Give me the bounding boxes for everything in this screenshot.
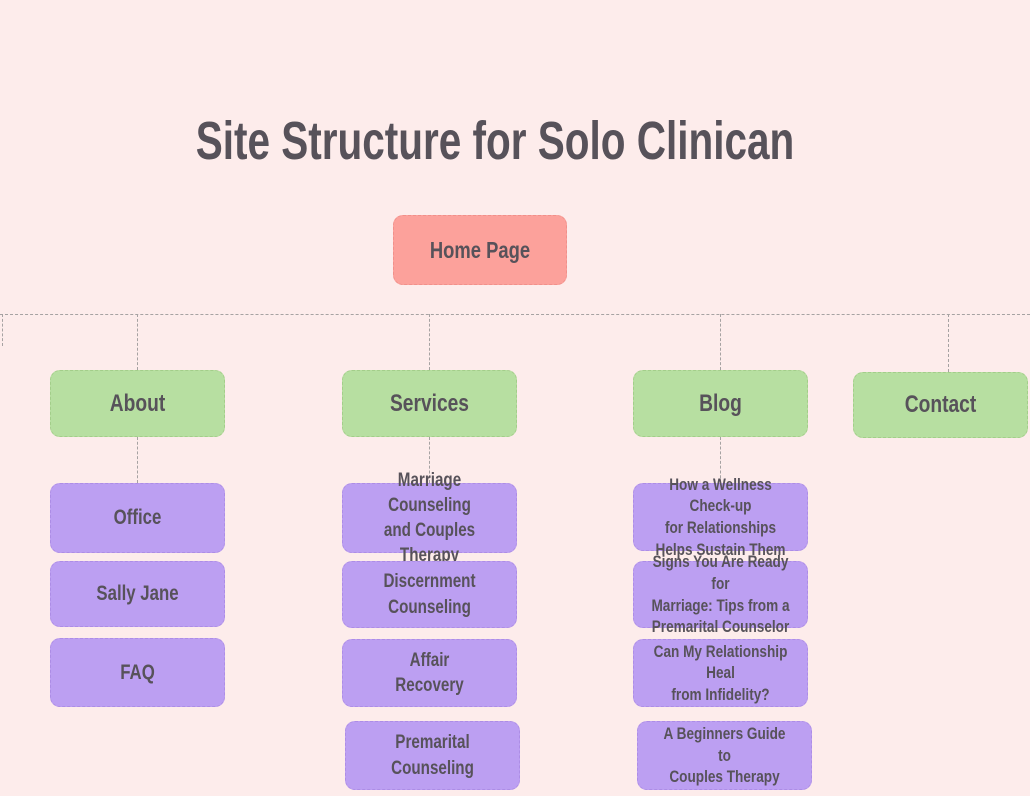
- node-faq[interactable]: FAQ: [50, 638, 225, 707]
- connector-to-contact: [948, 314, 949, 372]
- node-marriage-counseling[interactable]: Marriage Counseling and Couples Therapy: [342, 470, 517, 566]
- node-label: Blog: [699, 389, 742, 417]
- connector-about-children: [137, 437, 138, 483]
- node-blog-ready-for-marriage[interactable]: Signs You Are Ready for Marriage: Tips f…: [633, 552, 808, 636]
- node-discernment-counseling[interactable]: Discernment Counseling: [342, 561, 517, 628]
- node-label: How a Wellness Check-up for Relationship…: [655, 474, 786, 559]
- node-label: Office: [113, 506, 162, 529]
- node-office[interactable]: Office: [50, 483, 225, 553]
- connector-to-blog: [720, 314, 721, 370]
- node-label: A Beginners Guide to Couples Therapy: [663, 724, 786, 787]
- node-label: Premarital Counseling: [391, 732, 474, 779]
- node-blog-wellness-checkup[interactable]: How a Wellness Check-up for Relationship…: [633, 475, 808, 559]
- connector-services-children: [429, 437, 430, 483]
- node-label: Sally Jane: [96, 582, 179, 605]
- node-label: Discernment Counseling: [383, 571, 476, 618]
- page-title: Site Structure for Solo Clinican: [0, 110, 990, 172]
- node-affair-recovery[interactable]: Affair Recovery: [342, 639, 517, 707]
- node-label: Can My Relationship Heal from Infidelity…: [653, 641, 788, 704]
- node-label: Home Page: [429, 236, 531, 263]
- page-title-text: Site Structure for Solo Clinican: [195, 111, 795, 171]
- node-label: FAQ: [120, 660, 155, 684]
- node-about[interactable]: About: [50, 370, 225, 437]
- node-label: Signs You Are Ready for Marriage: Tips f…: [651, 552, 790, 637]
- node-blog[interactable]: Blog: [633, 370, 808, 437]
- node-label: Affair Recovery: [395, 649, 464, 696]
- node-sally-jane[interactable]: Sally Jane: [50, 561, 225, 627]
- node-label: About: [109, 389, 166, 417]
- connector-left-stub: [2, 314, 3, 346]
- connector-to-about: [137, 314, 138, 370]
- node-label: Contact: [904, 391, 977, 418]
- node-contact[interactable]: Contact: [853, 372, 1028, 438]
- node-blog-beginners-guide[interactable]: A Beginners Guide to Couples Therapy: [637, 721, 812, 790]
- node-premarital-counseling[interactable]: Premarital Counseling: [345, 721, 520, 790]
- node-home-page[interactable]: Home Page: [393, 215, 567, 285]
- node-label: Marriage Counseling and Couples Therapy: [383, 469, 476, 567]
- node-blog-relationship-heal[interactable]: Can My Relationship Heal from Infidelity…: [633, 639, 808, 707]
- connector-blog-children: [720, 437, 721, 483]
- connector-horizontal: [0, 314, 1030, 315]
- connector-to-services: [429, 314, 430, 370]
- node-label: Services: [389, 389, 469, 417]
- node-services[interactable]: Services: [342, 370, 517, 437]
